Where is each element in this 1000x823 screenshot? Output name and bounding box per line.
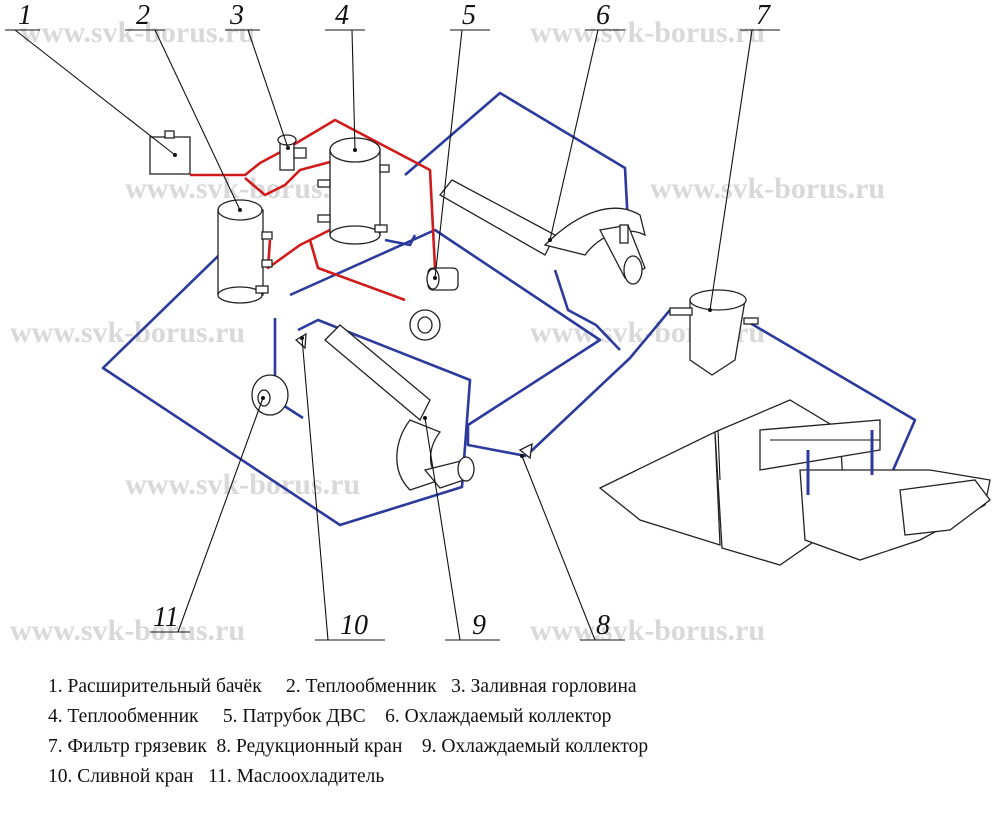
callout-5: 5 — [433, 0, 490, 280]
heat-exchanger-2-port — [261, 259, 273, 268]
legend-line: 7. Фильтр грязевик 8. Редукционный кран … — [48, 736, 649, 757]
blue-pipe-left-loop — [101, 224, 472, 527]
callout-number: 1 — [18, 0, 32, 31]
heat-exchanger-4-port — [317, 179, 331, 188]
callout-number: 5 — [462, 0, 476, 31]
callout-number: 8 — [596, 610, 610, 641]
callout-number: 3 — [229, 0, 244, 31]
manifold-6-outlet-end — [623, 255, 643, 285]
callout-number: 11 — [153, 602, 179, 633]
red-pipe-exchanger-link — [244, 160, 331, 197]
expansion-tank-body — [149, 136, 191, 175]
legend-line: 10. Сливной кран 11. Маслоохладитель — [48, 766, 385, 787]
callout-8: 8 — [520, 454, 625, 641]
mud-filter-7 — [669, 289, 759, 376]
expansion-tank — [149, 130, 191, 175]
jet-unit-intake-plate — [598, 430, 721, 546]
blue-pipe-outer-loop — [404, 91, 630, 226]
mud-filter-outlet — [743, 317, 759, 325]
cooled-manifold-9 — [324, 324, 475, 491]
filler-neck-branch — [293, 147, 307, 159]
mud-filter-top — [689, 289, 747, 311]
heat-exchanger-4-body — [329, 149, 381, 236]
callout-number: 4 — [335, 0, 349, 31]
callout-7: 7 — [708, 0, 780, 312]
manifold-6-port — [619, 224, 629, 244]
manifold-9-plate — [324, 324, 431, 422]
red-pipe-network — [190, 118, 437, 302]
callout-number: 6 — [596, 0, 610, 31]
red-pipe-tank-line — [190, 146, 289, 177]
filler-neck — [277, 134, 307, 171]
blue-pipe-top-link — [384, 234, 417, 247]
callout-4: 4 — [325, 0, 365, 152]
engine-pipe-end — [426, 268, 440, 290]
heat-exchanger-2-bottom — [217, 286, 263, 304]
heat-exchanger-2-port — [261, 231, 273, 240]
callout-11: 11 — [150, 396, 265, 633]
cooled-manifold-6 — [439, 179, 646, 285]
watermark-text: www.svk-borus.ru — [20, 16, 255, 49]
watermark-text: www.svk-borus.ru — [125, 468, 360, 501]
watermark-text: www.svk-borus.ru — [10, 614, 245, 647]
callout-2: 2 — [125, 0, 242, 212]
reduction-valve-body — [518, 442, 533, 460]
callout-number: 2 — [136, 0, 150, 31]
heat-exchanger-4-bottom — [329, 225, 381, 245]
callout-number: 7 — [756, 0, 771, 31]
callout-9: 9 — [423, 416, 500, 641]
legend-line: 4. Теплообменник 5. Патрубок ДВС 6. Охла… — [48, 706, 612, 727]
manifold-9-outlet-end — [457, 456, 475, 482]
mud-filter-inlet — [669, 307, 693, 316]
jet-unit-frame — [759, 419, 881, 471]
legend: 1. Расширительный бачёк 2. Теплообменник… — [48, 672, 978, 792]
engine-flange — [409, 309, 441, 341]
oil-cooler-11 — [251, 374, 289, 416]
callout-number: 9 — [472, 610, 486, 641]
heat-exchanger-2 — [217, 199, 273, 304]
callout-1: 1 — [5, 0, 177, 157]
manifold-6-elbow — [543, 207, 646, 256]
heat-exchanger-2-body — [217, 209, 264, 296]
heat-exchanger-2-port — [255, 285, 269, 294]
expansion-tank-cap — [164, 130, 175, 139]
legend-line: 1. Расширительный бачёк 2. Теплообменник… — [48, 676, 637, 697]
blue-pipe-manifold-link — [553, 269, 621, 351]
red-pipe-top — [287, 118, 437, 269]
engine-pipe-5 — [426, 267, 459, 291]
watermark-text: www.svk-borus.ru — [530, 16, 765, 49]
jet-unit-nozzle — [899, 479, 991, 536]
callout-3: 3 — [225, 0, 290, 150]
heat-exchanger-4-port — [379, 164, 390, 173]
heat-exchanger-4-port — [374, 224, 388, 233]
jet-unit-assembly — [598, 399, 991, 566]
drain-valve-body — [294, 332, 307, 350]
mud-filter-body — [689, 299, 746, 376]
reduction-valve-8 — [518, 442, 533, 460]
callout-10: 10 — [300, 336, 385, 641]
callouts: 1 2 3 4 5 6 — [5, 0, 780, 641]
callout-number: 10 — [340, 610, 368, 641]
heat-exchanger-4 — [317, 137, 390, 245]
callout-6: 6 — [548, 0, 625, 242]
watermark-text: www.svk-borus.ru — [530, 614, 765, 647]
engine-flange-hole — [417, 316, 433, 334]
watermark-text: www.svk-borus.ru — [650, 172, 885, 205]
jet-unit-shaft — [717, 429, 721, 481]
drain-valve-10 — [294, 332, 307, 350]
heat-exchanger-4-port — [317, 214, 331, 223]
